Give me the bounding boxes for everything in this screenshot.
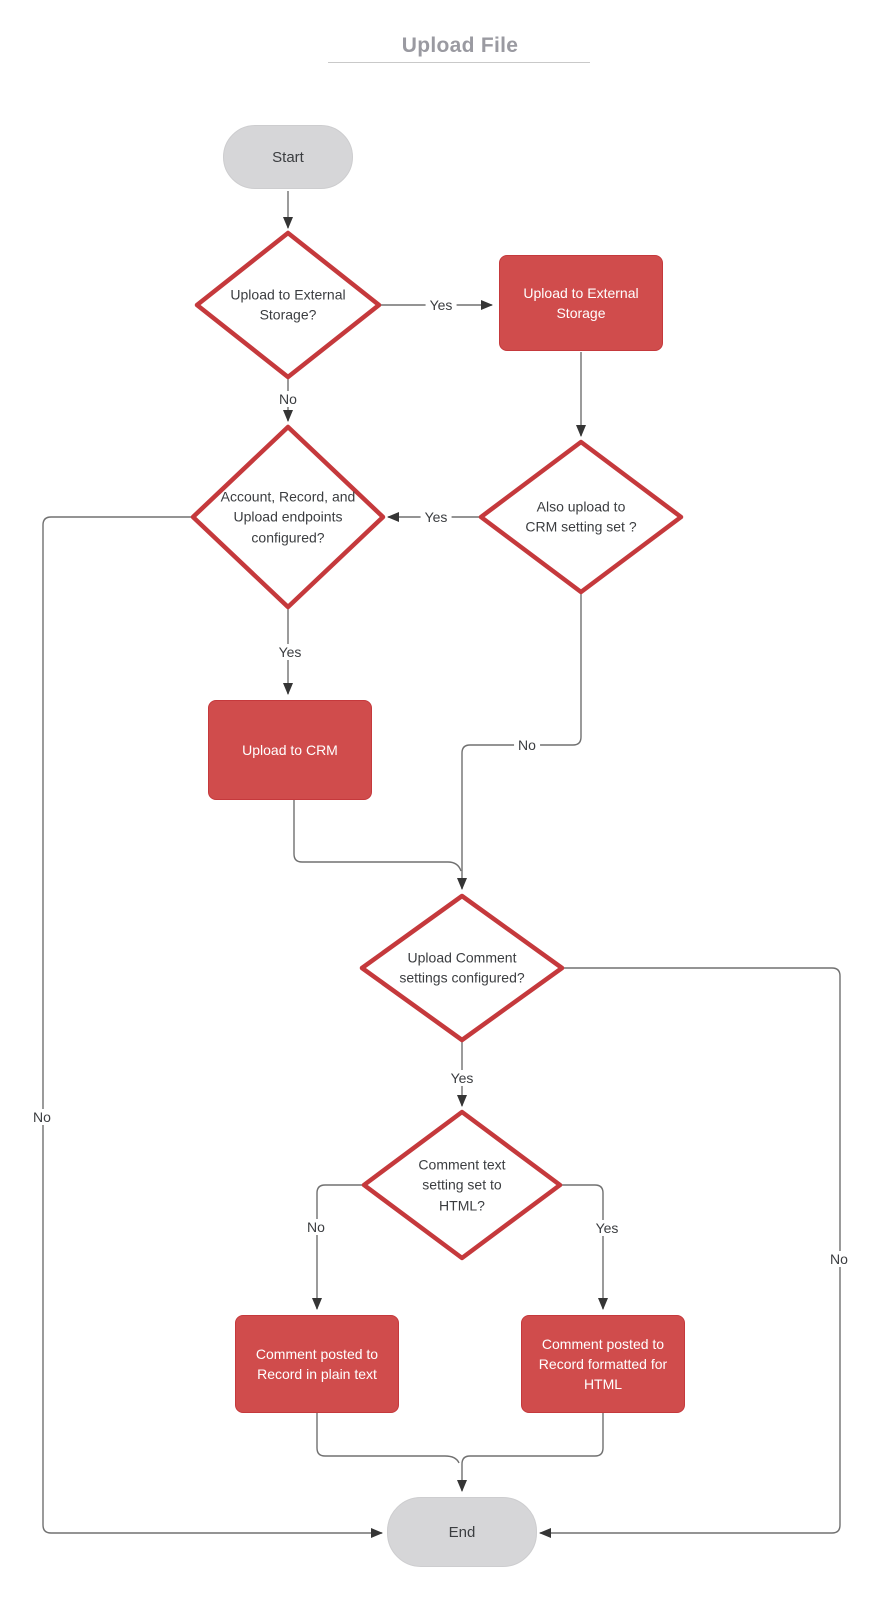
title-underline (328, 62, 590, 63)
edge-p4-end (457, 1413, 604, 1492)
node-d1-label: Upload to External Storage? (230, 286, 346, 323)
node-d3-shape (190, 424, 386, 610)
edge-label-d3-yes: Yes (274, 644, 306, 660)
edge-p2-d4 (293, 800, 462, 872)
edge-label-d4-yes: Yes (446, 1070, 478, 1086)
node-comment-plain-text-label: Comment posted to Record in plain text (255, 1345, 379, 1382)
edge-label-d1-yes: Yes (425, 297, 457, 313)
page-title: Upload File (401, 34, 519, 57)
edge-label-d5-no: No (303, 1219, 329, 1235)
node-start: Start (223, 125, 353, 189)
node-upload-external-storage-label: Upload to External Storage (523, 284, 639, 321)
node-upload-to-crm-label: Upload to CRM (242, 741, 338, 758)
node-upload-external-storage: Upload to External Storage (499, 255, 663, 351)
node-upload-to-crm: Upload to CRM (208, 700, 372, 800)
edge-label-d1-no: No (275, 391, 301, 407)
node-d2-label: Also upload to CRM setting set ? (525, 498, 637, 535)
node-end-label: End (448, 1523, 476, 1541)
edge-p3-end (316, 1413, 460, 1464)
edge-label-d5-yes: Yes (591, 1220, 623, 1236)
edge-d4-end-no (539, 967, 841, 1538)
edge-d5-p3-no (312, 1184, 364, 1310)
node-comment-html: Comment posted to Record formatted for H… (521, 1315, 685, 1413)
edge-label-d3-no: No (29, 1109, 55, 1125)
edge-d5-p4-yes (560, 1184, 608, 1310)
edge-label-d4-no: No (826, 1251, 852, 1267)
node-comment-plain-text: Comment posted to Record in plain text (235, 1315, 399, 1413)
node-d3-label: Account, Record, and Upload endpoints co… (220, 488, 356, 546)
node-d5-label: Comment text setting set to HTML? (418, 1156, 506, 1214)
node-d4-label: Upload Comment settings configured? (399, 949, 525, 986)
edge-label-d2-no: No (514, 737, 540, 753)
node-d4-shape (359, 893, 565, 1043)
node-start-label: Start (272, 148, 304, 166)
node-d2-shape (478, 439, 684, 595)
node-d5-shape (361, 1109, 563, 1261)
node-d1-shape (194, 230, 382, 380)
node-end: End (387, 1497, 537, 1567)
edge-label-d2-yes: Yes (420, 509, 452, 525)
edge-d3-end-no (42, 516, 383, 1538)
node-comment-html-label: Comment posted to Record formatted for H… (538, 1335, 668, 1393)
